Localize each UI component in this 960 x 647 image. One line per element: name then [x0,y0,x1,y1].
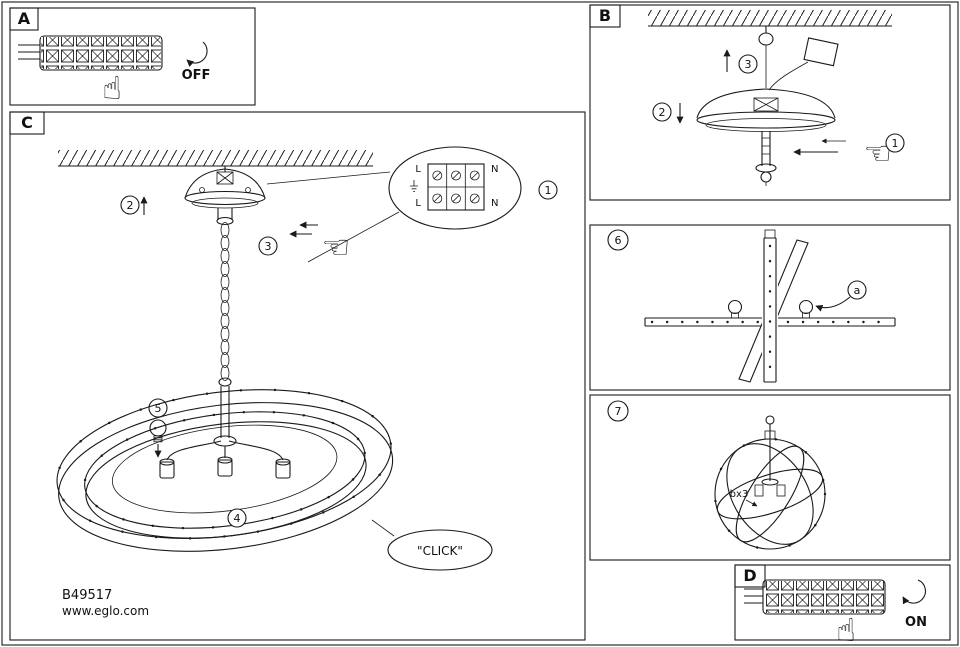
step-5-badge [148,398,168,418]
chandelier-rings [55,388,394,552]
terminal-live-label: L [415,164,421,175]
step-4-number: 4 [234,512,241,525]
panel-6-number: 6 [615,234,622,247]
step-2-number: 2 [659,106,666,119]
rivet-dots [713,437,827,551]
step-5-number: 5 [155,402,162,415]
terminal-strip-off [18,35,163,71]
crossbar-assembly [644,229,896,383]
ceiling [58,150,373,167]
step-1-number: 1 [892,137,899,150]
panel-a: A ☝ OFF [9,7,256,107]
part-a-label: a [854,284,861,297]
knob-bolt [727,299,743,319]
click-label: "CLICK" [417,544,463,558]
ceiling [648,10,892,27]
power-off-label: OFF [182,68,211,83]
power-on-label: ON [905,615,927,630]
panel-c-label: C [21,113,33,132]
terminal-neutral-label: N [491,198,498,209]
step-3-badge [738,54,758,74]
wiring-detail-bubble: L N L N [388,146,522,230]
panel-c: C 2 [9,111,586,641]
rivet-dots [83,410,367,530]
pointer-arrow-icon [745,499,758,507]
terminal-strip-on [744,579,886,615]
step-3-badge [258,236,278,256]
panel-c-border [9,111,586,641]
bulb-icon [149,419,167,443]
part-a-badge [847,280,867,300]
panel-d: D ☝ ON [734,564,951,647]
website-url: www.eglo.com [62,604,149,618]
ceiling-canopy [184,166,266,226]
part-b-label: bx3 [730,489,749,500]
panel-6-badge [607,229,629,251]
step-4-badge [227,508,247,528]
product-code: B49517 [62,588,112,603]
click-bubble [387,529,493,571]
rotate-arrow-icon [902,579,926,605]
panel-b-label: B [599,6,611,25]
panel-7-number: 7 [615,405,622,418]
terminal-live-label: L [415,198,421,209]
rivet-dots [55,388,393,540]
detail-leader-line [266,171,391,185]
step-2-badge [652,102,672,122]
wires [744,588,763,604]
hand-icon: ☝ [836,611,855,647]
panel-d-border [734,564,951,641]
step-2-badge [120,195,140,215]
lamp-body [159,386,291,479]
rotate-arrow-icon [186,41,208,67]
knob-bolt [798,299,814,319]
step-3-number: 3 [745,58,752,71]
step-1-badge [538,180,558,200]
panel-7: 7 bx3 [589,394,951,561]
chain [218,222,232,387]
hand-icon: ☝ [102,69,121,107]
panel-d-label: D [743,566,756,585]
step-1-badge [885,133,905,153]
wires [18,44,40,60]
panel-6-border [589,224,951,391]
panel-b-border [589,4,951,201]
panel-7-badge [607,400,629,422]
sphere-chandelier [713,415,827,551]
panel-d-label-box [734,564,766,588]
detail-leader-line [307,211,400,263]
panel-b-label-box [589,4,621,28]
panel-7-border [589,394,951,561]
panel-a-label-box [9,7,39,31]
step-3-number: 3 [265,240,272,253]
step-1-number: 1 [545,184,552,197]
panel-a-label: A [18,9,31,28]
hook-and-canopy [696,26,839,186]
panel-6: 6 a [589,224,951,391]
terminal-neutral-label: N [491,164,498,175]
panel-a-border [9,7,256,106]
step-2-number: 2 [127,199,134,212]
panel-c-label-box [9,111,45,135]
panel-b: B 3 2 ☜ [589,4,951,201]
ground-symbol-icon [410,180,418,192]
click-leader-line [371,519,395,537]
curved-arrow-icon [815,296,851,312]
